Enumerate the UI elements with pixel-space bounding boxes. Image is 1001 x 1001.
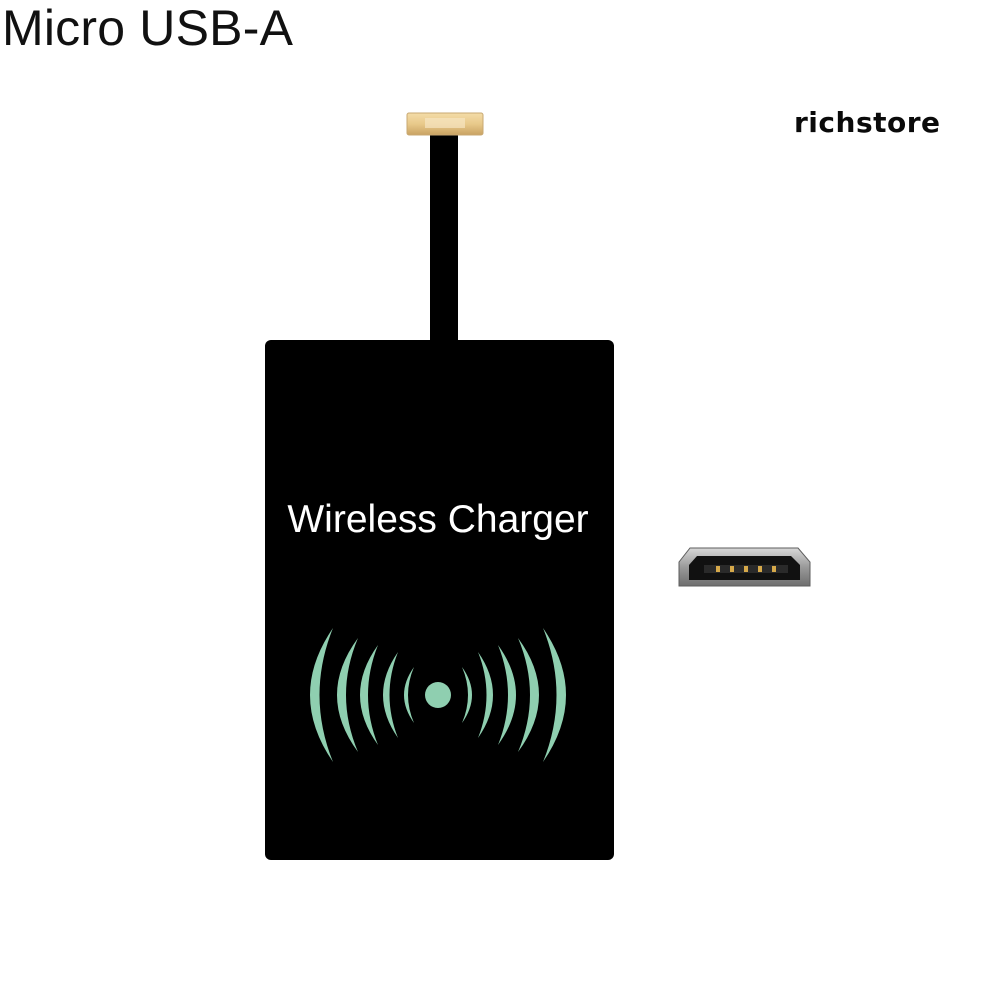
- card-label: Wireless Charger: [287, 498, 588, 541]
- receiver-card: [265, 340, 614, 860]
- flex-cable: [430, 132, 458, 344]
- store-watermark: richstore: [794, 106, 941, 139]
- micro-usb-port-icon: [678, 547, 811, 587]
- product-title: Micro USB-A: [2, 0, 294, 56]
- wireless-wave-icon: [310, 628, 566, 762]
